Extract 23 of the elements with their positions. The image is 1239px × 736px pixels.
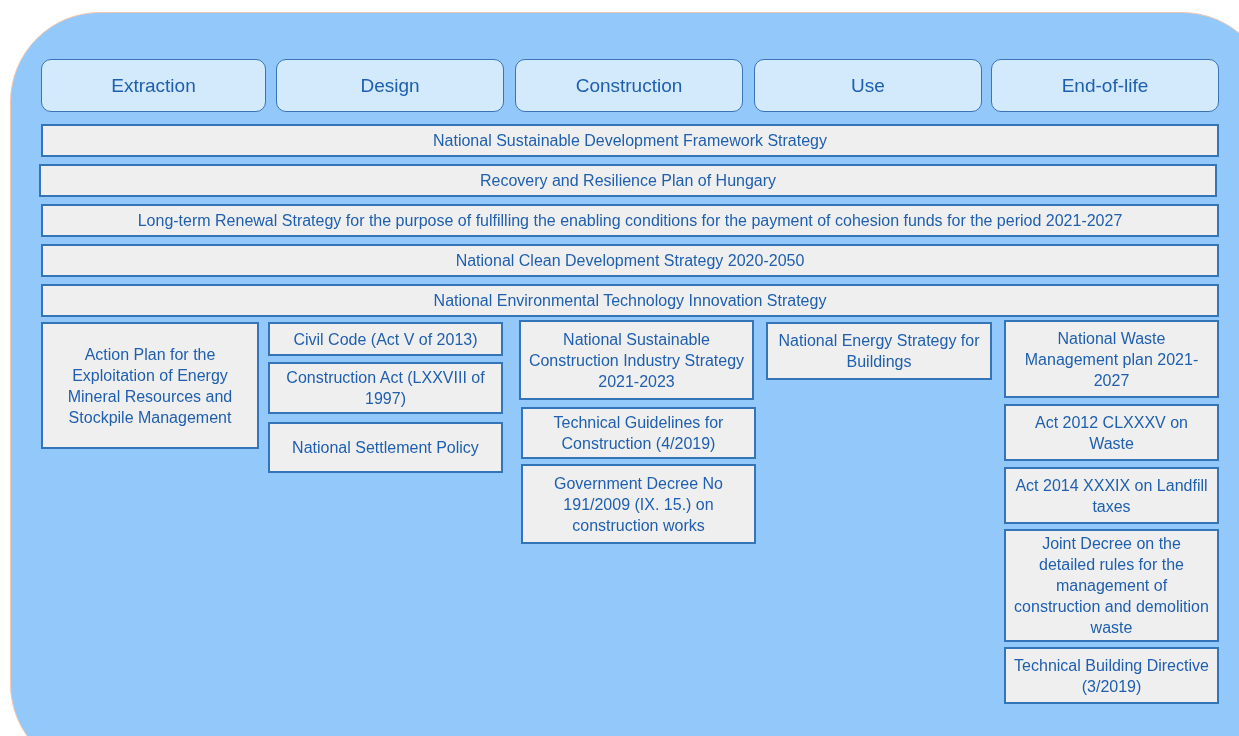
document-box: Technical Guidelines for Construction (4/2019) [521, 407, 756, 459]
strategy-band: National Clean Development Strategy 2020-2050 [41, 244, 1219, 277]
document-box: Government Decree No 191/2009 (IX. 15.) on construction works [521, 464, 756, 544]
strategy-band: Recovery and Resilience Plan of Hungary [39, 164, 1217, 197]
document-box: National Settlement Policy [268, 422, 503, 473]
document-box: Technical Building Directive (3/2019) [1004, 647, 1219, 704]
stage-header-box: Construction [515, 59, 743, 112]
stage-header-box: Extraction [41, 59, 266, 112]
strategy-band: National Sustainable Development Framework Strategy [41, 124, 1219, 157]
strategy-band: Long-term Renewal Strategy for the purpose of fulfilling the enabling conditions for the payment of cohesion funds for the period 2021-2027 [41, 204, 1219, 237]
stage-header-box: Design [276, 59, 504, 112]
document-box: National Sustainable Construction Industry Strategy 2021-2023 [519, 320, 754, 400]
document-box: Act 2014 XXXIX on Landfill taxes [1004, 467, 1219, 524]
document-box: National Waste Management plan 2021-2027 [1004, 320, 1219, 398]
document-box: Civil Code (Act V of 2013) [268, 322, 503, 356]
document-box: Joint Decree on the detailed rules for the management of construction and demolition waste [1004, 529, 1219, 642]
stage-header-box: End-of-life [991, 59, 1219, 112]
strategy-band: National Environmental Technology Innovation Strategy [41, 284, 1219, 317]
stage-header-box: Use [754, 59, 982, 112]
document-box: National Energy Strategy for Buildings [766, 322, 992, 380]
document-box: Construction Act (LXXVIII of 1997) [268, 362, 503, 414]
document-box: Act 2012 CLXXXV on Waste [1004, 404, 1219, 461]
document-box: Action Plan for the Exploitation of Energy Mineral Resources and Stockpile Management [41, 322, 259, 449]
